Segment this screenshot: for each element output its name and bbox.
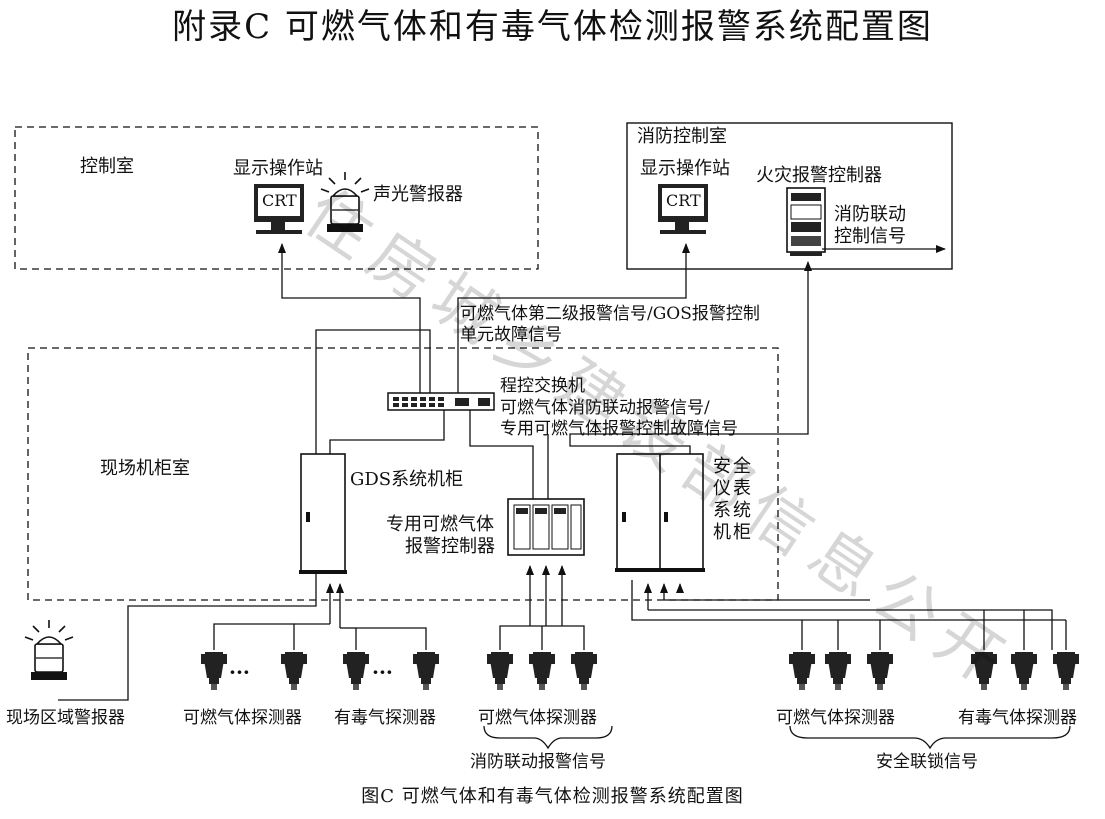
fire-linkage-signal-label-1: 消防联动 xyxy=(834,204,906,225)
field-area-alarm-label: 现场区域警报器 xyxy=(6,708,125,728)
connection-lines xyxy=(58,243,1071,750)
sis-cabinet-label: 安 全 仪 表 系 统 机 柜 xyxy=(712,456,752,544)
crt-label-2: CRT xyxy=(666,191,701,210)
gds-cabinet-icon xyxy=(299,453,347,574)
crt-monitor-icon xyxy=(254,184,304,234)
combustible-detector-label-1: 可燃气体探测器 xyxy=(183,708,302,728)
field-cabinet-room-boundary xyxy=(27,347,779,601)
sis-cabinet-char: 机 xyxy=(713,522,731,543)
control-room-label: 控制室 xyxy=(80,156,134,177)
fire-display-station-label: 显示操作站 xyxy=(640,158,730,179)
fire-alarm-controller-icon xyxy=(786,187,826,256)
crt-monitor-icon xyxy=(658,184,708,234)
ellipsis-2: ··· xyxy=(372,660,393,684)
sis-cabinet-char: 全 xyxy=(733,456,751,477)
switch-icon xyxy=(387,392,495,411)
combustible-detector-label-2: 可燃气体探测器 xyxy=(478,708,597,728)
sis-cabinet-char: 安 xyxy=(713,456,731,477)
sis-cabinet-char: 统 xyxy=(733,500,751,521)
ellipsis-1: ··· xyxy=(229,660,250,684)
combustible-detector-label-3: 可燃气体探测器 xyxy=(776,708,895,728)
crt-label: CRT xyxy=(262,191,297,210)
toxic-detector-label-1: 有毒气探测器 xyxy=(334,708,436,728)
control-room-boundary xyxy=(14,126,539,270)
sis-cabinet-char: 表 xyxy=(733,478,751,499)
gds-cabinet-label: GDS系统机柜 xyxy=(350,469,464,490)
sis-cabinet-char: 仪 xyxy=(713,478,731,499)
fire-linkage-alarm-signal-label-1: 可燃气体消防联动报警信号/ xyxy=(500,398,710,418)
toxic-detector-label-2: 有毒气体探测器 xyxy=(958,708,1077,728)
dedicated-controller-label-1: 专用可燃气体 xyxy=(386,514,494,535)
dedicated-controller-icon xyxy=(507,498,585,556)
sis-cabinet-char: 柜 xyxy=(733,522,751,543)
display-station-label: 显示操作站 xyxy=(233,158,323,179)
dedicated-controller-label-2: 报警控制器 xyxy=(405,536,495,557)
page-title: 附录C 可燃气体和有毒气体检测报警系统配置图 xyxy=(172,7,933,47)
figure-caption: 图C 可燃气体和有毒气体检测报警系统配置图 xyxy=(361,786,744,807)
sis-cabinet-char: 系 xyxy=(713,500,731,521)
sis-cabinet-icon xyxy=(615,453,705,572)
fire-control-room-label: 消防控制室 xyxy=(637,126,727,147)
fire-linkage-alarm-signal-label: 消防联动报警信号 xyxy=(470,752,606,772)
second-level-signal-label-2: 单元故障信号 xyxy=(460,325,562,345)
fire-linkage-signal-label-2: 控制信号 xyxy=(834,226,906,247)
safety-interlock-signal-label: 安全联锁信号 xyxy=(876,752,978,772)
fire-control-room-boundary xyxy=(626,122,953,270)
switch-label: 程控交换机 xyxy=(500,376,585,396)
field-cabinet-room-label: 现场机柜室 xyxy=(100,458,190,479)
fire-linkage-alarm-signal-label-2: 专用可燃气体报警控制故障信号 xyxy=(500,419,738,439)
audible-visual-alarm-label: 声光警报器 xyxy=(373,184,463,205)
fire-alarm-controller-label: 火灾报警控制器 xyxy=(756,165,882,186)
second-level-signal-label-1: 可燃气体第二级报警信号/GOS报警控制 xyxy=(460,304,760,324)
field-area-alarm-icon xyxy=(24,619,74,681)
